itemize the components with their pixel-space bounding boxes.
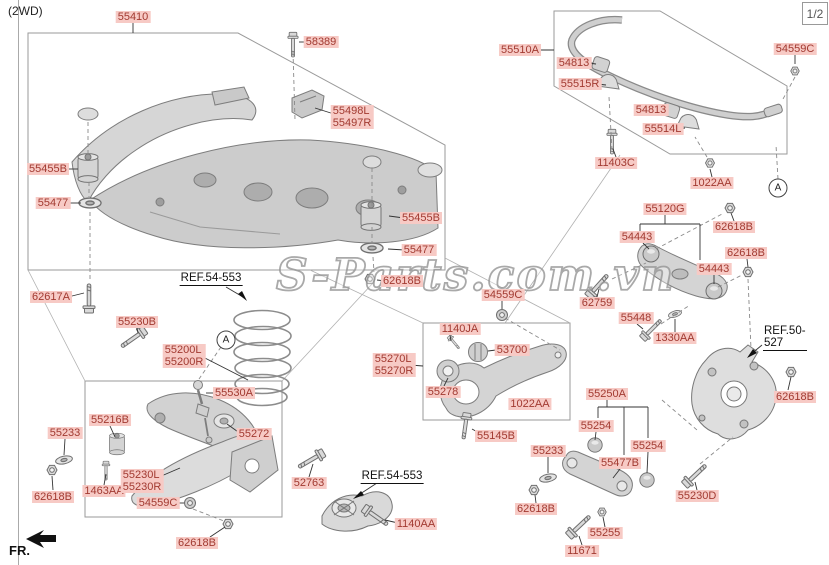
part-label-62618B[interactable]: 62618B (515, 503, 557, 515)
part-label-55510A[interactable]: 55510A (499, 44, 541, 56)
part-label-58389[interactable]: 58389 (303, 36, 339, 48)
part-label-1330AA[interactable]: 1330AA (653, 332, 697, 344)
part-label-55477[interactable]: 55477 (401, 244, 437, 256)
part-label-55455B[interactable]: 55455B (400, 212, 442, 224)
part-label-54443[interactable]: 54443 (696, 263, 732, 275)
part-label-52763[interactable]: 52763 (291, 477, 327, 489)
drivetrain-variant-label: (2WD) (8, 4, 43, 18)
part-label-62617A[interactable]: 62617A (30, 291, 72, 303)
part-label-55278[interactable]: 55278 (425, 386, 461, 398)
front-direction-label: FR. (9, 543, 30, 558)
part-label-55250A[interactable]: 55250A (586, 388, 628, 400)
part-label-55515R[interactable]: 55515R (558, 78, 602, 90)
lower-arm-drawing (131, 380, 279, 507)
view-marker-A: A (768, 178, 788, 198)
part-label-55230L[interactable]: 55230L 55230R (120, 469, 164, 493)
part-label-55230D[interactable]: 55230D (675, 490, 719, 502)
part-label-62618B[interactable]: 62618B (176, 537, 218, 549)
part-label-55216B[interactable]: 55216B (89, 414, 131, 426)
part-label-55530A[interactable]: 55530A (213, 387, 255, 399)
coil-spring-drawing (233, 309, 292, 407)
subframe-crossmember-drawing (71, 86, 443, 249)
part-label-55410[interactable]: 55410 (115, 11, 151, 23)
part-label-55272[interactable]: 55272 (236, 428, 272, 440)
part-label-62618B[interactable]: 62618B (381, 275, 423, 287)
part-label-62618B[interactable]: 62618B (725, 247, 767, 259)
part-label-55233[interactable]: 55233 (47, 427, 83, 439)
part-label-1140AA[interactable]: 1140AA (394, 518, 438, 530)
section-boxes (27, 10, 788, 518)
part-label-11403C[interactable]: 11403C (595, 157, 637, 169)
ref-label-REF.50-527[interactable]: REF.50-527 (763, 325, 807, 351)
spring-pad-bracket-drawing (321, 491, 393, 532)
part-label-55498L[interactable]: 55498L 55497R (330, 105, 374, 129)
part-label-62759[interactable]: 62759 (579, 297, 615, 309)
view-marker-A: A (216, 330, 236, 350)
page-left-border (18, 0, 19, 565)
part-label-54559C[interactable]: 54559C (773, 43, 817, 55)
part-label-11671[interactable]: 11671 (565, 545, 599, 557)
part-label-62618B[interactable]: 62618B (774, 391, 816, 403)
part-label-1463AA[interactable]: 1463AA (82, 485, 126, 497)
part-label-55254[interactable]: 55254 (630, 440, 666, 452)
ref-label-REF.54-553[interactable]: REF.54-553 (360, 470, 424, 484)
part-label-55270L[interactable]: 55270L 55270R (372, 353, 416, 377)
part-label-55120G[interactable]: 55120G (643, 203, 687, 215)
part-label-55233[interactable]: 55233 (530, 445, 566, 457)
part-label-55200L[interactable]: 55200L 55200R (162, 344, 206, 368)
upper-arm-drawing (637, 243, 728, 300)
part-label-1140JA[interactable]: 1140JA (439, 323, 481, 335)
part-label-55254[interactable]: 55254 (578, 420, 614, 432)
part-label-55230B[interactable]: 55230B (116, 316, 158, 328)
assist-arm-drawing (562, 450, 633, 497)
part-label-1022AA[interactable]: 1022AA (690, 177, 734, 189)
part-label-1022AA[interactable]: 1022AA (508, 398, 552, 410)
page-indicator[interactable]: 1/2 (802, 2, 828, 25)
part-label-54559C[interactable]: 54559C (481, 289, 525, 301)
part-label-55477[interactable]: 55477 (35, 197, 71, 209)
part-label-55255[interactable]: 55255 (587, 527, 623, 539)
assembly-dashed-lines (87, 51, 796, 522)
part-label-55448[interactable]: 55448 (618, 312, 654, 324)
part-label-54813[interactable]: 54813 (556, 57, 592, 69)
part-label-55477B[interactable]: 55477B (599, 457, 641, 469)
part-label-55455B[interactable]: 55455B (27, 163, 69, 175)
part-label-62618B[interactable]: 62618B (32, 491, 74, 503)
ref-label-REF.54-553[interactable]: REF.54-553 (179, 272, 243, 286)
part-label-53700[interactable]: 53700 (494, 344, 530, 356)
knuckle-drawing (691, 344, 777, 440)
part-label-54559C[interactable]: 54559C (136, 497, 180, 509)
part-label-55514L[interactable]: 55514L (642, 123, 684, 135)
front-direction-arrow-icon (26, 530, 56, 548)
part-label-54443[interactable]: 54443 (619, 231, 655, 243)
part-label-55145B[interactable]: 55145B (475, 430, 517, 442)
part-label-54813[interactable]: 54813 (633, 104, 669, 116)
part-label-62618B[interactable]: 62618B (713, 221, 755, 233)
